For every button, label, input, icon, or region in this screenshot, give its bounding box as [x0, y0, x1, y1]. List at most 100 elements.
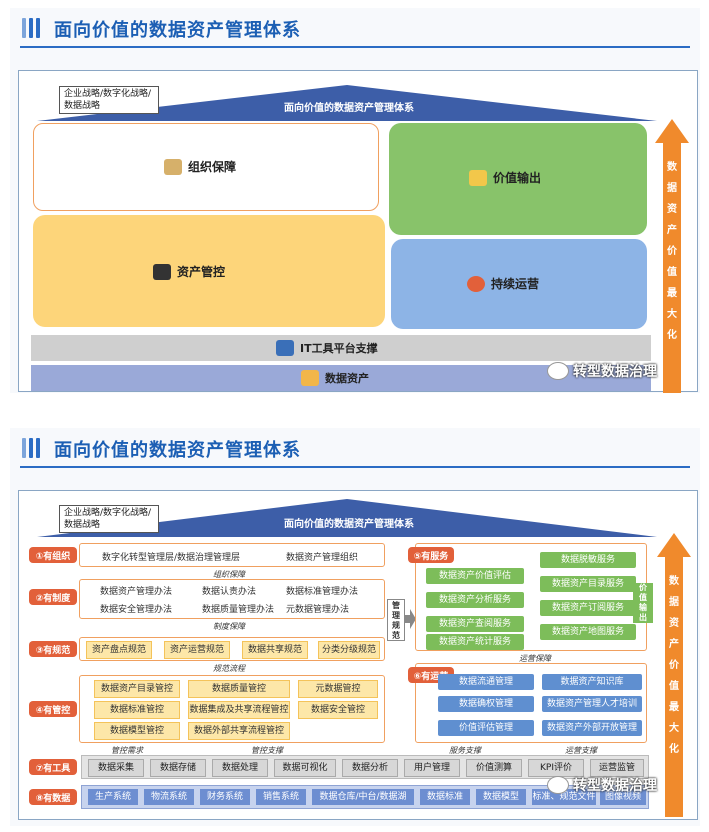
service-item: 数据脱敏服务 — [540, 552, 636, 568]
tag-policy: ②有制度 — [29, 589, 77, 605]
tag-tools: ⑦有工具 — [29, 759, 77, 775]
operation-item: 价值评估管理 — [438, 720, 534, 736]
data-item: 图像视频 — [600, 789, 646, 805]
tool-item: 数据分析 — [342, 759, 398, 777]
page-title: 面向价值的数据资产管理体系 — [54, 440, 301, 461]
coins-icon — [469, 169, 487, 186]
tool-item: 价值测算 — [466, 759, 522, 777]
it-platform-bar: IT工具平台支撑 — [31, 335, 651, 361]
control-item: 数据外部共享流程管控 — [188, 722, 290, 740]
strategy-label: 企业战略/数字化战略/数据战略 — [59, 505, 159, 533]
ops-block: 持续运营 — [391, 239, 647, 329]
flow-label: 管控支撑 — [251, 746, 283, 755]
watermark: 转型数据治理 — [547, 775, 657, 795]
control-item: 数据资产目录管控 — [94, 680, 180, 698]
tag-services: ⑤有服务 — [408, 547, 454, 563]
control-row: 数据资产目录管控 数据质量管控 元数据管控 数据标准管控 数据集成及共享流程管控… — [79, 675, 385, 743]
spec-item: 资产运营规范 — [164, 641, 230, 659]
control-item: 元数据管控 — [298, 680, 378, 698]
panel-1: 面向价值的数据资产管理体系 面向价值的数据资产管理体系 企业战略/数字化战略/数… — [10, 8, 700, 393]
control-item: 数据质量管控 — [188, 680, 290, 698]
policy-row: 数据资产管理办法 数据认责办法 数据标准管理办法 数据安全管理办法 数据质量管理… — [79, 579, 385, 619]
asset-mgmt-block: 资产管控 — [33, 215, 385, 327]
service-item: 数据资产订阅服务 — [540, 600, 636, 616]
policy-item: 元数据管理办法 — [286, 605, 350, 615]
tool-item: 运营监管 — [590, 759, 644, 777]
value-output-label: 价值输出 — [493, 171, 542, 185]
value-arrow-label: 数据资产价值最大化 — [669, 576, 679, 755]
policy-item: 数据安全管理办法 — [100, 605, 173, 615]
org-row: 数字化转型管理层/数据治理管理层 数据资产管理组织 — [79, 543, 385, 567]
spec-item: 分类分级规范 — [318, 641, 380, 659]
spec-row: 资产盘点规范 资产运营规范 数据共享规范 分类分级规范 — [79, 637, 385, 661]
roof-shape — [37, 499, 657, 537]
title-bar-icon — [22, 438, 43, 458]
service-item: 数据资产价值评估 — [426, 568, 524, 584]
roof-title: 面向价值的数据资产管理体系 — [284, 103, 414, 114]
control-item: 数据安全管控 — [298, 701, 378, 719]
control-item: 数据集成及共享流程管控 — [188, 701, 290, 719]
title-bar-icon — [22, 18, 43, 38]
page-title: 面向价值的数据资产管理体系 — [54, 20, 301, 41]
control-item: 数据模型管控 — [94, 722, 180, 740]
data-row: 生产系统 物流系统 财务系统 销售系统 数据仓库/中台/数据湖 数据标准 数据模… — [81, 785, 649, 809]
tools-row: 数据采集 数据存储 数据处理 数据可视化 数据分析 用户管理 价值测算 KPI评… — [81, 755, 649, 779]
policy-item: 数据资产管理办法 — [100, 587, 173, 597]
value-arrow — [655, 119, 689, 393]
ops-label: 持续运营 — [491, 277, 540, 291]
data-item: 数据仓库/中台/数据湖 — [312, 789, 414, 805]
org-item: 数据资产管理组织 — [286, 553, 359, 563]
tag-control: ④有管控 — [29, 701, 77, 717]
value-output-tab: 价值输出 — [633, 583, 653, 623]
value-arrow-label: 数据资产价值最大化 — [667, 162, 677, 341]
strategy-label: 企业战略/数字化战略/数据战略 — [59, 86, 159, 114]
tool-item: 数据存储 — [150, 759, 206, 777]
operation-item: 数据确权管理 — [438, 696, 534, 712]
value-arrow — [657, 533, 691, 817]
data-item: 标准、规范文件 — [532, 789, 596, 805]
policy-item: 数据质量管理办法 — [202, 605, 275, 615]
data-item: 物流系统 — [144, 789, 194, 805]
connector-box: 管理规范 — [387, 599, 405, 641]
operation-item: 数据资产管理人才培训 — [542, 696, 642, 712]
data-item: 生产系统 — [88, 789, 138, 805]
data-item: 财务系统 — [200, 789, 250, 805]
laptop-icon — [276, 340, 294, 356]
data-item: 数据标准 — [420, 789, 470, 805]
data-item: 销售系统 — [256, 789, 306, 805]
diagram-frame: 面向价值的数据资产管理体系 企业战略/数字化战略/数据战略 组织保障 价值输出 … — [18, 70, 698, 393]
org-block: 组织保障 — [33, 123, 379, 211]
data-assets-label: 数据资产 — [325, 372, 369, 385]
tool-item: 数据采集 — [88, 759, 144, 777]
flow-label: 运营支撑 — [565, 746, 597, 755]
operations-box: ⑥有运营 数据流通管理 数据资产知识库 数据确权管理 数据资产管理人才培训 价值… — [408, 663, 647, 743]
title-underline — [20, 466, 690, 468]
diagram-frame: 面向价值的数据资产管理体系 企业战略/数字化战略/数据战略 ①有组织 数字化转型… — [18, 490, 698, 820]
connector-label: 管理规范 — [392, 601, 400, 640]
roof-title: 面向价值的数据资产管理体系 — [284, 519, 414, 530]
tool-item: 数据可视化 — [274, 759, 336, 777]
tag-org: ①有组织 — [29, 547, 77, 563]
service-item: 数据资产统计服务 — [426, 634, 524, 650]
policy-item: 数据标准管理办法 — [286, 587, 359, 597]
org-label: 组织保障 — [188, 160, 237, 174]
roof-shape — [37, 85, 657, 121]
chart-icon — [301, 370, 319, 386]
operation-item: 数据流通管理 — [438, 674, 534, 690]
monitor-icon — [153, 263, 171, 280]
value-output-block: 价值输出 — [389, 123, 647, 235]
it-platform-label: IT工具平台支撑 — [300, 342, 378, 355]
service-item: 数据资产查阅服务 — [426, 616, 524, 632]
flow-label: 管控需求 — [111, 746, 143, 755]
policy-item: 数据认责办法 — [202, 587, 257, 597]
tool-item: 数据处理 — [212, 759, 268, 777]
wechat-icon — [547, 776, 569, 794]
tool-item: 用户管理 — [404, 759, 460, 777]
service-item: 数据资产地图服务 — [540, 624, 636, 640]
title-underline — [20, 46, 690, 48]
gear-icon — [467, 275, 485, 292]
connector-arrow — [404, 609, 416, 629]
flow-label: 制度保障 — [213, 622, 245, 631]
tag-data: ⑧有数据 — [29, 789, 77, 805]
operation-item: 数据资产外部开放管理 — [542, 720, 642, 736]
